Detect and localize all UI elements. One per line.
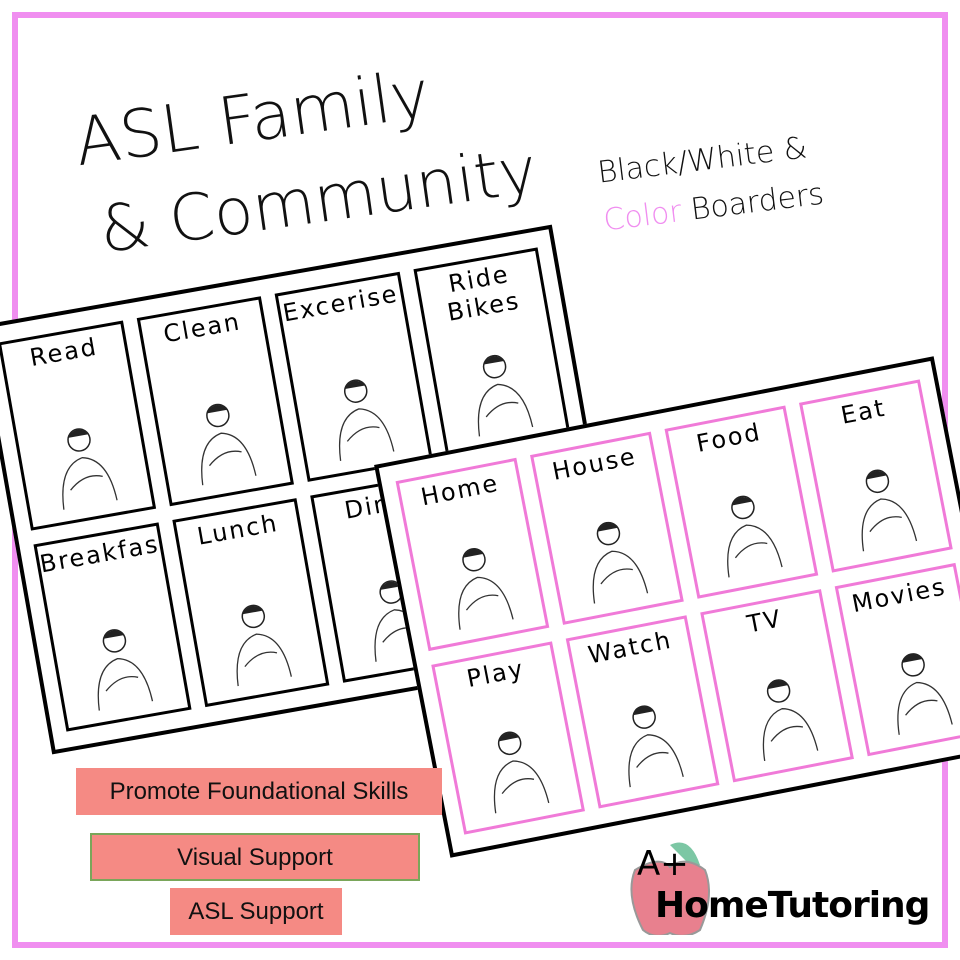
sign-card-label: Food xyxy=(694,417,764,458)
sign-card: Read xyxy=(0,320,156,531)
sign-card: Clean xyxy=(136,296,294,506)
logo-text: HomeTutoring xyxy=(655,885,930,926)
subtitle-boarders: Boarders xyxy=(688,176,826,228)
sign-card-label: Play xyxy=(464,654,527,693)
sign-card-label: Eat xyxy=(838,393,889,430)
sign-figure-icon xyxy=(493,731,549,814)
sign-figure-icon xyxy=(477,354,533,437)
sign-card: Excerise xyxy=(274,271,433,482)
sign-card: Play xyxy=(431,641,585,835)
sign-figure-icon xyxy=(339,378,395,461)
sign-card-label: TV xyxy=(744,604,785,639)
logo-mark: A+ xyxy=(637,844,689,884)
sign-card: Food xyxy=(664,405,819,599)
sign-card-label: Breakfast xyxy=(37,527,173,578)
sign-card-label: Home xyxy=(418,468,502,512)
sign-card: House xyxy=(530,431,684,625)
apple-logo-icon: A+ xyxy=(630,842,710,935)
sign-card: Eat xyxy=(799,379,953,573)
sign-card: Lunch xyxy=(171,497,330,708)
sign-card: Ride Bikes xyxy=(412,247,571,457)
badge-visual-support: Visual Support xyxy=(90,833,420,881)
sign-card: TV xyxy=(700,589,854,783)
sign-figure-icon xyxy=(200,403,257,485)
sign-figure-icon xyxy=(457,548,514,630)
sign-card: Watch xyxy=(565,615,720,809)
sign-figure-icon xyxy=(62,427,118,510)
badge-asl-support: ASL Support xyxy=(170,888,342,935)
sign-figure-icon xyxy=(896,653,953,736)
sign-card-label: Clean xyxy=(161,307,244,349)
sign-figure-icon xyxy=(97,629,154,711)
sign-figure-icon xyxy=(236,604,292,687)
sign-card-label: Excerise xyxy=(280,279,401,328)
sign-card: Breakfast xyxy=(33,522,192,732)
sign-figure-icon xyxy=(627,705,684,788)
sign-card-label: House xyxy=(549,442,639,486)
sign-figure-icon xyxy=(726,495,783,578)
subtitle-color-word: Color xyxy=(601,194,684,239)
sign-figure-icon xyxy=(592,521,648,604)
badge-foundational-skills: Promote Foundational Skills xyxy=(76,768,442,815)
sign-card-label: Watch xyxy=(585,625,675,670)
sign-figure-icon xyxy=(762,679,818,762)
sign-figure-icon xyxy=(861,469,917,552)
sign-card: Movies xyxy=(834,562,960,757)
sign-card-label: Lunch xyxy=(194,508,281,551)
sign-card-label: Read xyxy=(27,332,100,372)
sign-card: Home xyxy=(395,457,550,652)
sign-card-label: Movies xyxy=(849,572,949,619)
sign-card-label: Ride Bikes xyxy=(445,259,523,327)
